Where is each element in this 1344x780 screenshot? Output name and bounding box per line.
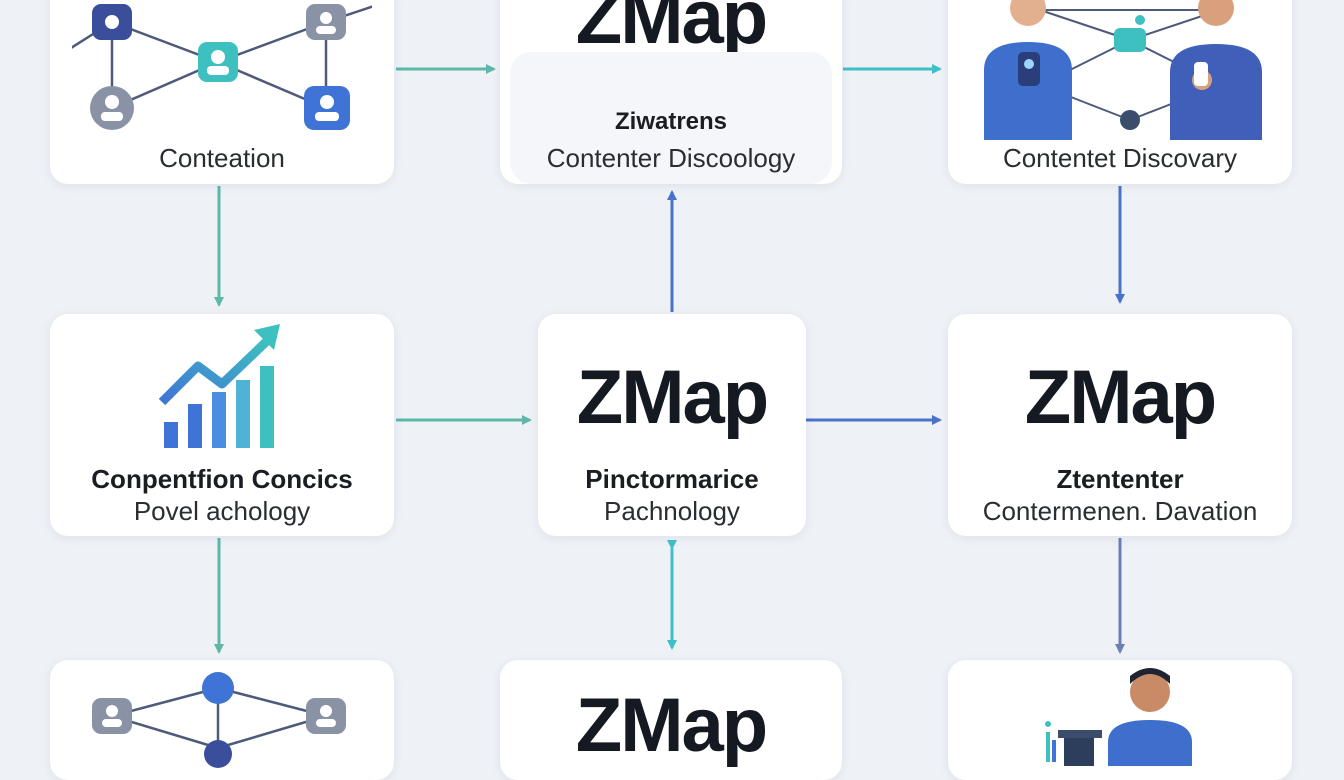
card-top-center: ZMap Ziwatrens Contenter Discoology [500,0,842,184]
card-bottom-left [50,660,394,780]
card-mid-center-title: ZMap [576,355,769,440]
network-people-icon [92,672,346,768]
connector-arrows [214,64,1125,654]
card-top-center-title: ZMap [575,0,768,60]
card-mid-right-line1: Ztententer [1056,464,1184,494]
card-mid-left: Conpentfion Concics Povel achology [50,314,394,536]
card-top-left-caption: Conteation [159,143,285,173]
card-bottom-center: ZMap [500,660,842,780]
card-mid-center-line2: Pachnology [604,496,740,526]
card-top-right: Contentet Discovary [948,0,1292,184]
card-mid-center-line1: Pinctormarice [585,464,759,494]
card-mid-right: ZMap Ztententer Contermenen. Davation [948,314,1292,536]
card-top-center-subtitle: Ziwatrens [614,108,728,135]
card-mid-center: ZMap Pinctormarice Pachnology [538,314,806,536]
card-mid-right-line2: Contermenen. Davation [982,496,1258,526]
card-mid-right-title: ZMap [1024,355,1217,440]
diagram-canvas: Conteation ZMap Ziwatrens Contenter Disc… [50,0,1292,780]
person-presenting-icon [1045,668,1192,766]
card-bottom-right [948,660,1292,780]
two-people-network-icon [984,0,1262,140]
network-people-icon [72,4,372,130]
growth-chart-icon [158,324,280,448]
card-top-center-inner-panel [510,52,832,184]
card-top-center-caption: Contenter Discoology [546,143,796,173]
card-bottom-center-title: ZMap [575,683,768,768]
card-mid-left-line2: Povel achology [133,496,311,526]
card-mid-left-line1: Conpentfion Concics [91,464,353,494]
card-top-right-caption: Contentet Discovary [1002,143,1238,173]
card-top-left: Conteation [50,0,394,184]
